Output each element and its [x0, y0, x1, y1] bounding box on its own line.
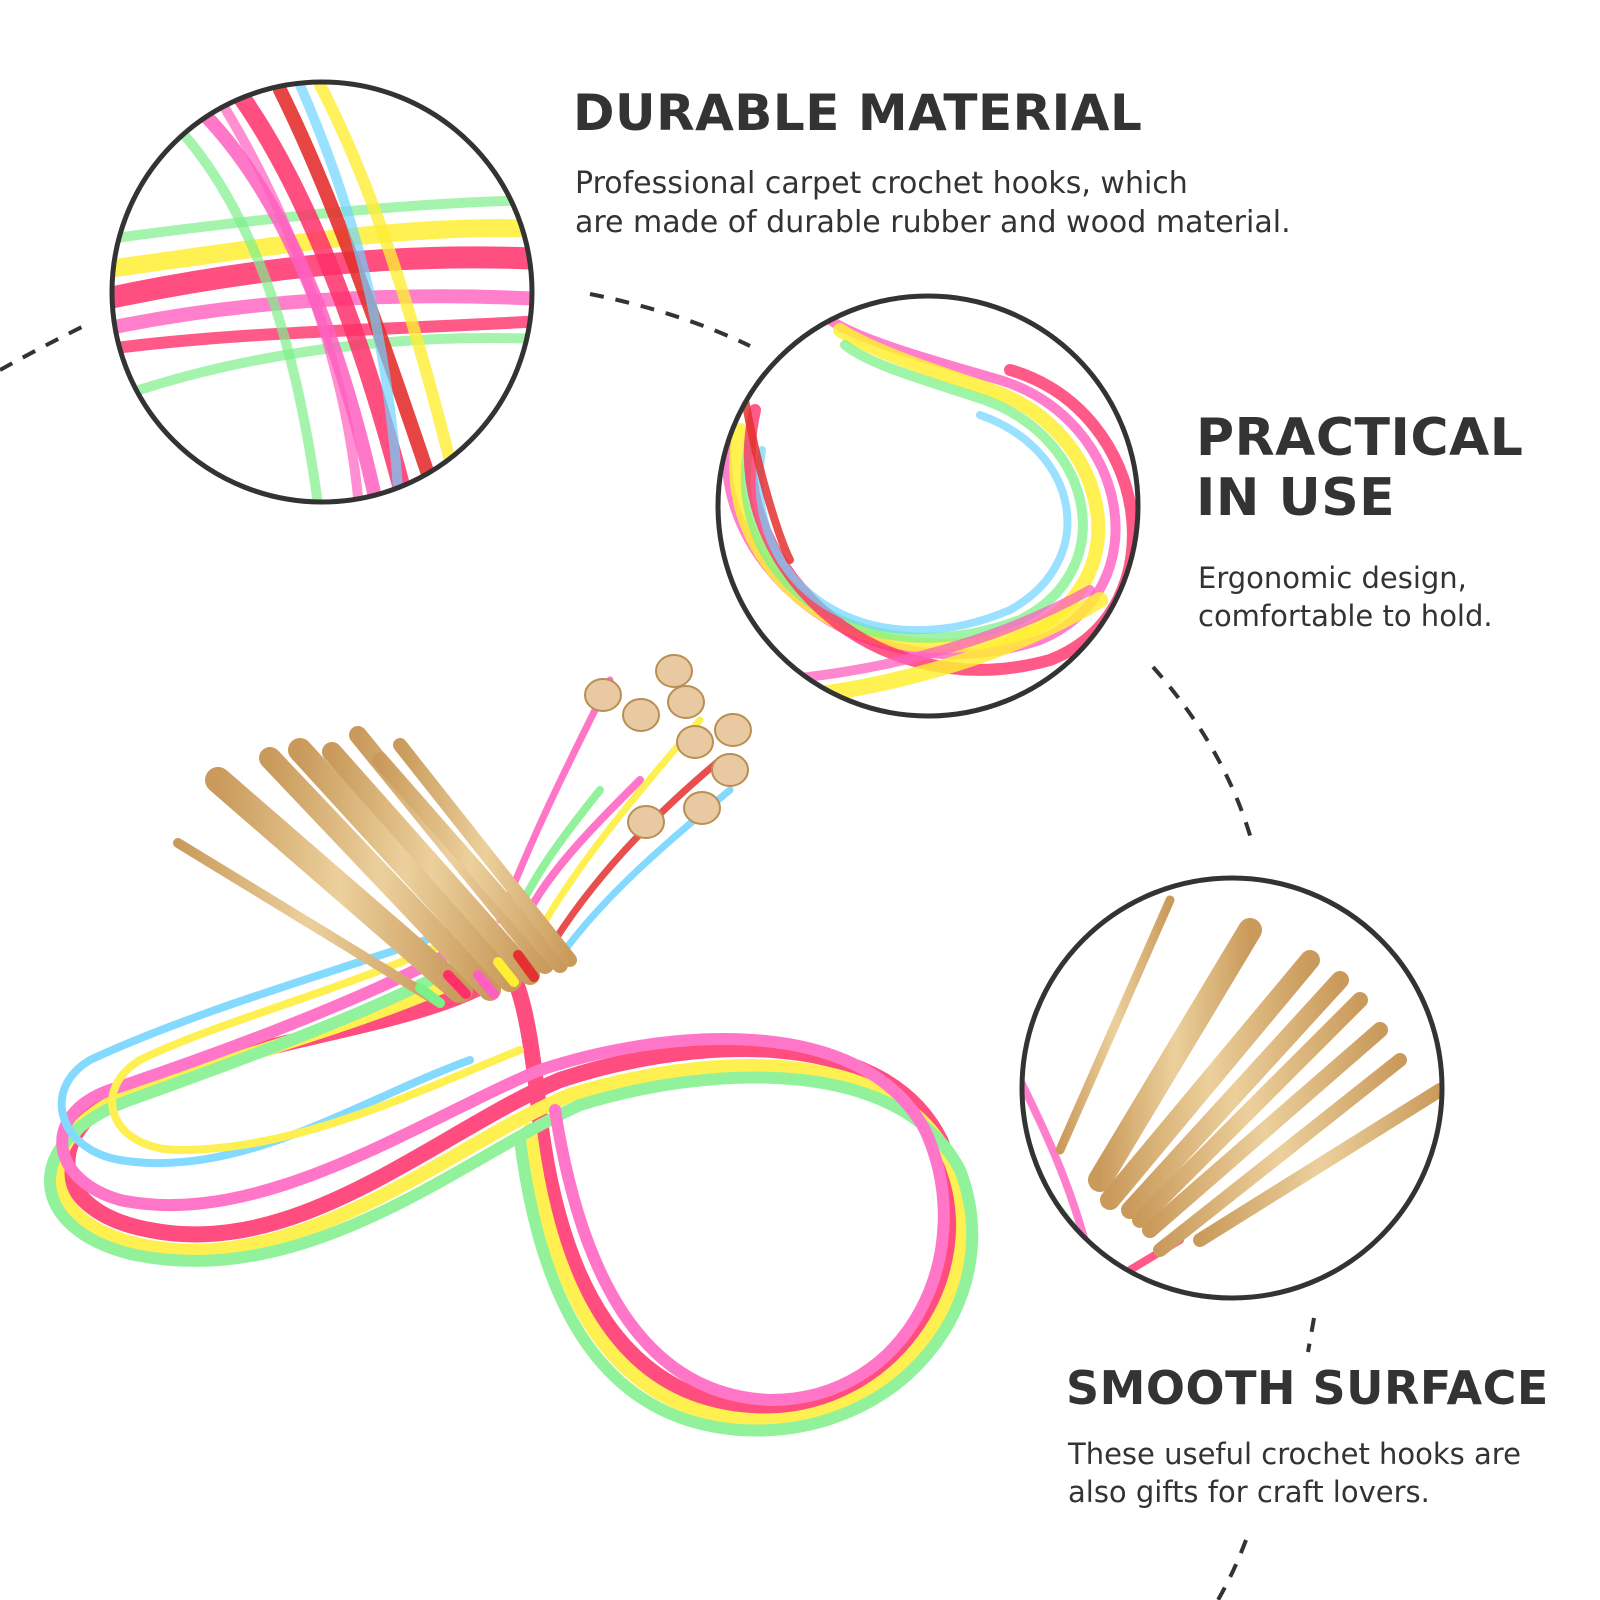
smooth-surface-title: SMOOTH SURFACE [1066, 1361, 1549, 1415]
durable-material-title: DURABLE MATERIAL [573, 84, 1142, 142]
practical-in-use-description: Ergonomic design, comfortable to hold. [1198, 560, 1493, 635]
dashed-connector-lines [0, 292, 1316, 1600]
description-line: Professional carpet crochet hooks, which [575, 166, 1188, 201]
title-line: DURABLE MATERIAL [573, 84, 1143, 142]
title-line: PRACTICAL [1196, 408, 1524, 468]
tangled-tubes-closeup-icon [109, 79, 535, 505]
crochet-hook-set-photo-icon [44, 654, 979, 1437]
description-line: are made of durable rubber and wood mate… [575, 205, 1291, 240]
durable-material-description: Professional carpet crochet hooks, which… [575, 164, 1291, 242]
bamboo-hooks-closeup-icon [1019, 875, 1445, 1301]
practical-in-use-title: PRACTICAL IN USE [1196, 408, 1523, 529]
title-line: SMOOTH SURFACE [1066, 1361, 1549, 1415]
dashed-line-left [0, 320, 93, 372]
description-line: Ergonomic design, [1198, 561, 1467, 595]
dashed-line-lower [1306, 1317, 1316, 1353]
dashed-line-bottom [1216, 1539, 1248, 1600]
dashed-line-right [1151, 665, 1254, 843]
description-line: also gifts for craft lovers. [1068, 1474, 1430, 1509]
description-line: comfortable to hold. [1198, 598, 1493, 633]
looped-tubes-closeup-icon [715, 293, 1141, 719]
smooth-surface-description: These useful crochet hooks are also gift… [1068, 1436, 1521, 1511]
dashed-line-middle [589, 292, 751, 348]
title-line: IN USE [1196, 468, 1396, 529]
description-line: These useful crochet hooks are [1068, 1437, 1521, 1471]
